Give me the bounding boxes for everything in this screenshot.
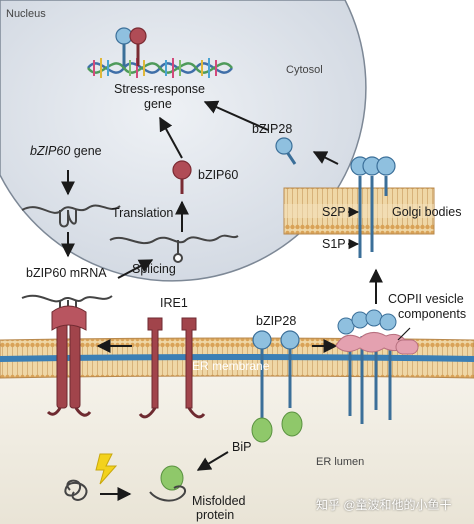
spliced-mrna xyxy=(109,234,239,263)
copii-vesicle-complex xyxy=(335,309,419,424)
misfolded-label-2: protein xyxy=(196,508,235,522)
watermark: 知乎 @童波和他的小鱼干 xyxy=(316,498,452,512)
bip-bound xyxy=(251,411,303,443)
arrow-splicing xyxy=(117,259,154,279)
bzip60-on-dna xyxy=(129,27,147,66)
nucleus-label: Nucleus xyxy=(6,8,46,20)
bzip60-mrna-label: bZIP60 mRNA xyxy=(26,266,107,280)
bzip28-top-label: bZIP28 xyxy=(252,122,293,136)
dna-helix xyxy=(87,58,233,78)
splicing-label: Splicing xyxy=(132,262,176,276)
copii-pointer xyxy=(397,327,411,341)
bzip60-protein-label: bZIP60 xyxy=(198,168,239,182)
bip-label: BiP xyxy=(232,440,252,454)
arrow-bzip60-to-gene xyxy=(159,116,183,159)
cytosol-label: Cytosol xyxy=(286,64,323,76)
stress-gene-label-2: gene xyxy=(144,97,172,111)
bzip28-golgi xyxy=(350,156,396,258)
arrow-golgi-to-release xyxy=(312,151,339,165)
nucleus xyxy=(0,0,367,282)
ire1-dimer-active xyxy=(46,305,92,417)
bzip60-gene-italic: bZIP60 xyxy=(30,144,71,158)
ire1-monomers xyxy=(138,317,206,419)
bzip28-released xyxy=(275,137,297,165)
golgi-label: Golgi bodies xyxy=(392,205,462,219)
misfolded-protein-with-bip xyxy=(149,465,186,502)
s1p-label: S1P xyxy=(322,237,346,251)
ire1-label: IRE1 xyxy=(160,296,188,310)
bzip28-er-label: bZIP28 xyxy=(256,314,297,328)
arrow-bzip28-to-gene xyxy=(203,100,269,131)
copii-label-2: components xyxy=(398,307,467,321)
bzip60-gene-suffix: gene xyxy=(70,144,102,158)
er-lumen-label: ER lumen xyxy=(316,456,365,468)
er-membrane-label: ER membrane xyxy=(192,359,270,373)
arrow-bip-to-misfolded xyxy=(196,451,229,471)
stress-gene-label-1: Stress-response xyxy=(114,82,206,96)
unfolded-protein xyxy=(64,479,88,501)
s2p-label: S2P xyxy=(322,205,346,219)
bzip28-er xyxy=(252,330,300,420)
bzip60-gene-dna xyxy=(21,204,121,228)
bzip60-gene-label: bZIP60 gene xyxy=(30,144,102,158)
copii-label-1: COPII vesicle xyxy=(388,292,464,306)
bzip60-protein xyxy=(172,160,192,194)
translation-label: Translation xyxy=(112,206,174,220)
misfolded-label-1: Misfolded xyxy=(192,494,246,508)
stress-bolt-icon xyxy=(95,453,118,485)
